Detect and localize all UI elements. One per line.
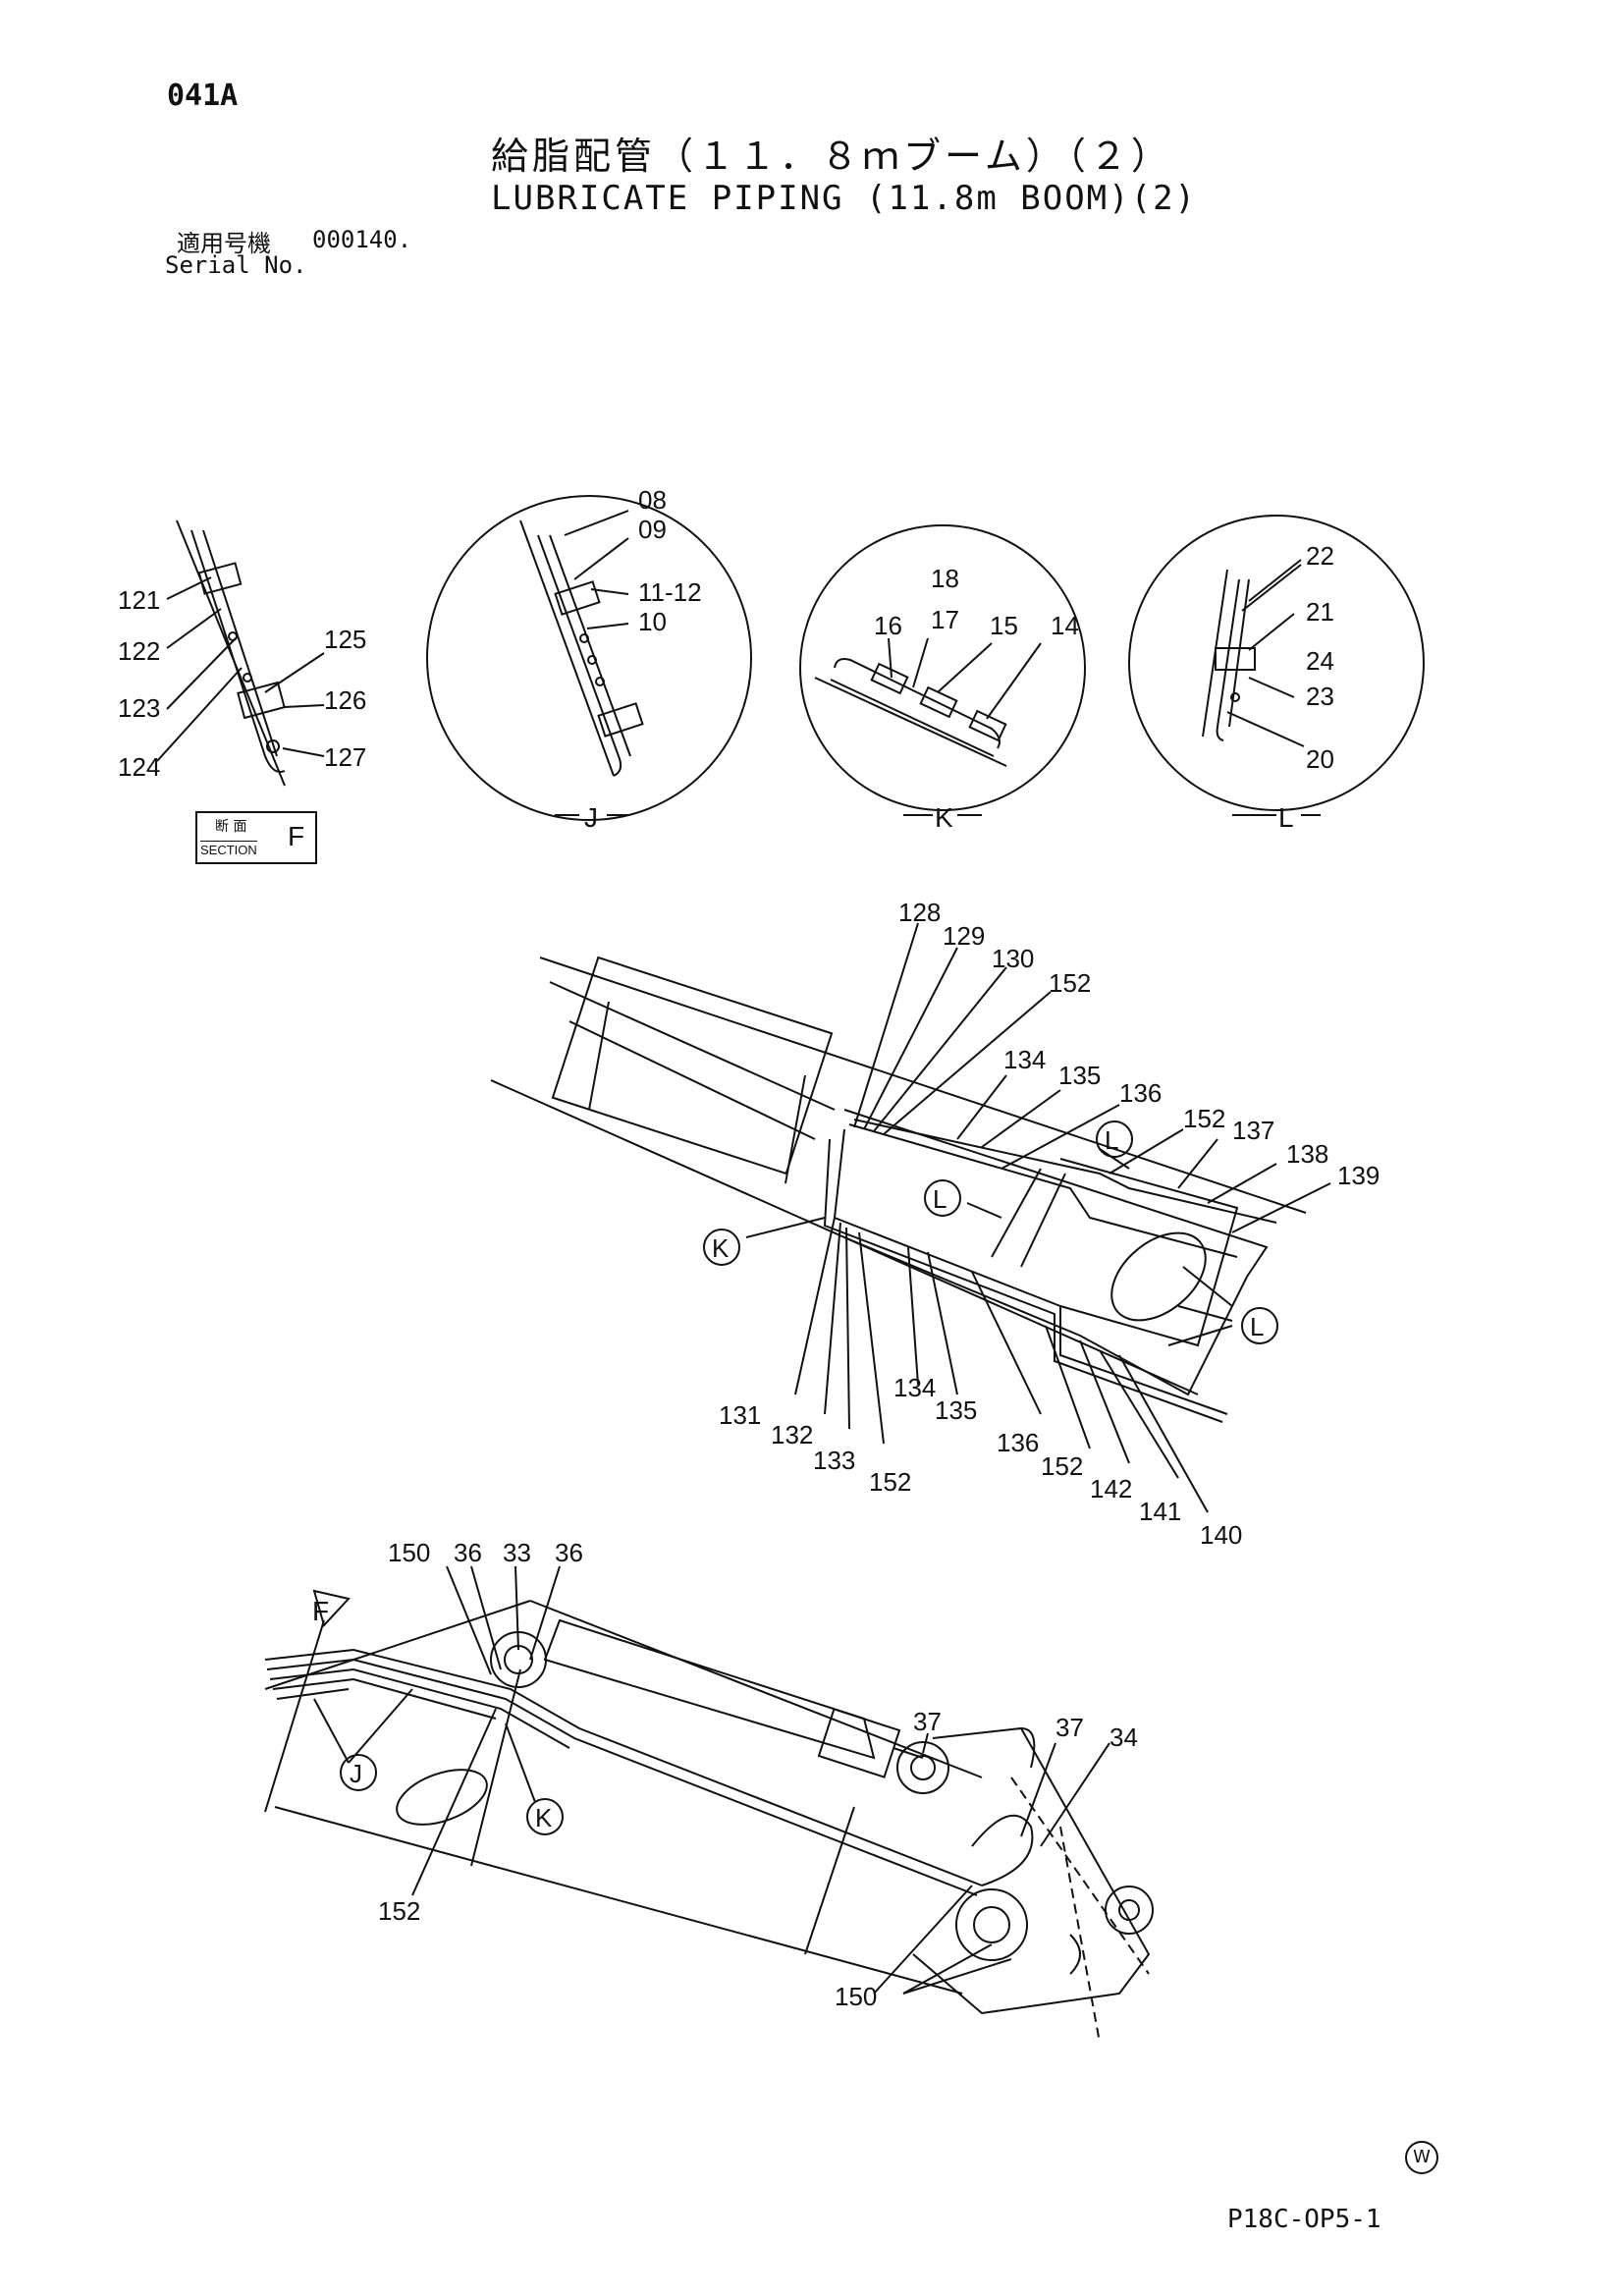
callout-152-d: 152 [1041, 1451, 1083, 1481]
section-f-badge: 断 面 SECTION F [195, 811, 317, 864]
callout-127: 127 [324, 742, 366, 772]
serial-label-english: Serial No. [165, 251, 307, 279]
callout-136-a: 136 [1119, 1078, 1162, 1108]
detail-view-k: 18 17 16 15 14 K [799, 524, 1086, 833]
callout-152-b: 152 [1183, 1104, 1225, 1133]
callout-152-a: 152 [1049, 968, 1091, 998]
view-letter-l: L [1278, 802, 1294, 833]
callout-128: 128 [898, 898, 941, 927]
callout-122: 122 [118, 636, 160, 666]
callout-150-a: 150 [388, 1538, 430, 1567]
section-label-japanese: 断 面 [215, 819, 247, 835]
callout-150-b: 150 [835, 1982, 877, 2011]
callout-137: 137 [1232, 1116, 1274, 1145]
callout-33: 33 [503, 1538, 531, 1567]
w-mark-icon: W [1405, 2141, 1438, 2174]
marker-k: K [712, 1233, 730, 1263]
callout-138: 138 [1286, 1139, 1328, 1169]
callout-123: 123 [118, 693, 160, 723]
callout-34: 34 [1109, 1722, 1138, 1752]
marker-j: J [350, 1759, 362, 1788]
callout-130: 130 [992, 944, 1034, 973]
callout-21: 21 [1306, 597, 1334, 627]
callout-16: 16 [874, 611, 902, 640]
marker-l-3: L [1250, 1312, 1264, 1341]
detail-view-j: 08 09 11-12 10 J [426, 485, 752, 833]
callout-132: 132 [771, 1420, 813, 1449]
callout-126: 126 [324, 685, 366, 715]
callout-121: 121 [118, 585, 160, 615]
marker-l-1: L [933, 1184, 947, 1214]
callout-36-b: 36 [555, 1538, 583, 1567]
boom-side-view: F J K 150 36 33 36 37 37 34 152 150 [264, 1538, 1154, 2044]
callout-124: 124 [118, 752, 160, 782]
section-letter: F [288, 821, 305, 851]
callout-131: 131 [719, 1400, 761, 1430]
callout-133: 133 [813, 1446, 855, 1475]
callout-136-b: 136 [997, 1428, 1039, 1457]
callout-140: 140 [1200, 1520, 1242, 1550]
serial-label-japanese: 適用号機 [177, 230, 271, 257]
callout-135-a: 135 [1058, 1061, 1101, 1090]
callout-22: 22 [1306, 541, 1334, 571]
callout-152-e: 152 [378, 1896, 420, 1926]
boom-top-view: K L L L 128 129 130 152 134 135 136 152 … [490, 898, 1380, 1550]
callout-135-b: 135 [935, 1395, 977, 1425]
callout-11-12: 11-12 [638, 577, 702, 607]
callout-37-a: 37 [913, 1707, 942, 1736]
callout-139: 139 [1337, 1161, 1380, 1190]
callout-129: 129 [943, 921, 985, 951]
callout-14: 14 [1051, 611, 1079, 640]
callout-18: 18 [931, 564, 959, 593]
callout-20: 20 [1306, 744, 1334, 774]
callout-125: 125 [324, 625, 366, 654]
callout-37-b: 37 [1055, 1713, 1084, 1742]
callout-15: 15 [990, 611, 1018, 640]
serial-value: 000140. [312, 226, 412, 253]
callout-17: 17 [931, 605, 959, 634]
title-english: LUBRICATE PIPING (11.8m BOOM)(2) [491, 179, 1198, 218]
callout-134-b: 134 [893, 1373, 936, 1402]
page-code: 041A [167, 79, 239, 113]
marker-l-2: L [1105, 1125, 1118, 1155]
callout-10: 10 [638, 607, 667, 636]
view-letter-j: J [584, 802, 598, 833]
marker-k-side: K [535, 1803, 553, 1832]
callout-09: 09 [638, 515, 667, 544]
drawing-code: P18C-OP5-1 [1227, 2205, 1381, 2234]
detail-view-l: 22 21 24 23 20 L [1128, 515, 1425, 833]
section-label-english: SECTION [200, 841, 257, 857]
section-f-view: 121 122 123 124 125 126 127 [118, 519, 366, 787]
callout-152-c: 152 [869, 1467, 911, 1497]
callout-142: 142 [1090, 1474, 1132, 1503]
view-letter-k: K [935, 802, 953, 833]
callout-134-a: 134 [1003, 1045, 1046, 1074]
callout-24: 24 [1306, 646, 1334, 676]
callout-23: 23 [1306, 682, 1334, 711]
callout-141: 141 [1139, 1497, 1181, 1526]
title-japanese: 給脂配管（１１．８ｍブーム）（２） [491, 135, 1172, 178]
callout-08: 08 [638, 485, 667, 515]
callout-36-a: 36 [454, 1538, 482, 1567]
marker-f: F [312, 1596, 329, 1626]
